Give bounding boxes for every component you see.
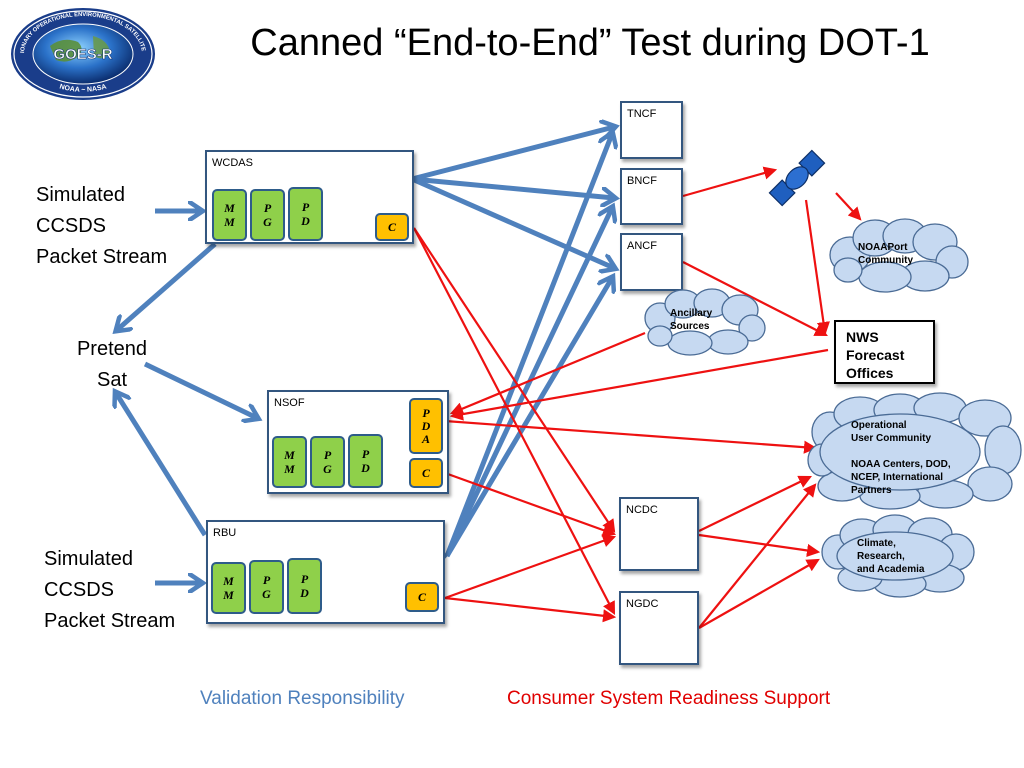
nsof-c-chip: C — [409, 458, 443, 488]
wcdas-label: WCDAS — [212, 157, 253, 169]
nsof-pg-chip: P G — [310, 436, 345, 488]
arrow-bncf-to-satellite — [682, 166, 778, 198]
ngdc-label: NGDC — [626, 598, 659, 610]
arrow-wcdas-to-ancf — [410, 176, 614, 268]
tncf-box: TNCF — [620, 101, 683, 159]
arrow-ncdc-to-climate — [698, 533, 821, 557]
arrow-rbu-to-ancf — [444, 278, 612, 558]
arrow-satellite-to-nws — [804, 199, 830, 336]
bncf-box: BNCF — [620, 168, 683, 225]
logo-ring-bottom-text: NOAA ~ NASA — [59, 83, 108, 93]
arrow-rbu-to-tncf — [444, 134, 612, 557]
ancf-box: ANCF — [620, 233, 683, 291]
arrow-ngdc-to-climate — [698, 558, 820, 629]
ncdc-box: NCDC — [619, 497, 699, 571]
rbu-pg-chip: P G — [249, 560, 284, 614]
arrow-rbu-c-to-ngdc — [444, 596, 617, 623]
rbu-mm-chip: M M — [211, 562, 246, 614]
goes-r-logo: GOES-R GEOSTATIONARY OPERATIONAL ENVIRON… — [8, 6, 155, 100]
logo-center-text: GOES-R — [53, 46, 112, 63]
rbu-c-chip: C — [405, 582, 439, 612]
bncf-label: BNCF — [627, 175, 657, 187]
nsof-pd-chip: P D — [348, 434, 383, 488]
tncf-label: TNCF — [627, 108, 657, 120]
climate-cloud-text: Climate, Research, and Academia — [857, 538, 925, 575]
arrow-wcdas-to-pretend-sat — [117, 242, 217, 330]
arrow-nws-to-pda — [449, 348, 829, 421]
arrow-rbu-c-to-ncdc — [444, 534, 617, 600]
arrow-ancillary-to-pda — [449, 331, 646, 415]
arrow-ngdc-to-operational — [698, 483, 817, 629]
rbu-label: RBU — [213, 527, 237, 539]
nsof-mm-chip: M M — [272, 436, 307, 488]
consumer-readiness-arrows — [413, 166, 862, 629]
simulated-stream-bottom-label: Simulated CCSDS Packet Stream — [44, 548, 176, 632]
ancf-label: ANCF — [627, 240, 657, 252]
arrow-wcdas-to-bncf — [411, 176, 614, 198]
svg-text:NOAA ~ NASA: NOAA ~ NASA — [59, 83, 108, 93]
pretend-sat-label: Pretend Sat — [76, 338, 148, 391]
legend-consumer: Consumer System Readiness Support — [507, 688, 831, 709]
rbu-pd-chip: P D — [287, 558, 322, 614]
arrow-nsof-c-to-ncdc — [444, 471, 617, 537]
arrow-satellite-to-noaaport — [835, 192, 862, 221]
ncdc-label: NCDC — [626, 504, 658, 516]
arrow-wcdas-c-to-ncdc — [413, 227, 616, 533]
arrow-pda-to-operational — [444, 419, 818, 454]
simulated-stream-top-label: Simulated CCSDS Packet Stream — [36, 184, 168, 268]
arrow-wcdas-to-tncf — [411, 127, 614, 182]
wcdas-pd-chip: P D — [288, 187, 323, 241]
nws-forecast-offices-box: NWS Forecast Offices — [834, 320, 935, 384]
legend-validation: Validation Responsibility — [200, 688, 405, 709]
ancillary-cloud-text: Ancillary Sources — [670, 308, 713, 332]
wcdas-pg-chip: P G — [250, 189, 285, 241]
ngdc-box: NGDC — [619, 591, 699, 665]
arrow-rbu-to-pretend-sat — [116, 393, 208, 537]
wcdas-c-chip: C — [375, 213, 409, 241]
wcdas-mm-chip: M M — [212, 189, 247, 241]
noaaport-cloud-text: NOAAPort Community — [858, 242, 913, 266]
arrow-ncdc-to-operational — [698, 475, 812, 532]
operational-cloud-text: Operational User Community NOAA Centers,… — [851, 420, 951, 496]
nsof-pda-chip: P D A — [409, 398, 443, 454]
page-title: Canned “End-to-End” Test during DOT-1 — [250, 22, 930, 64]
nsof-label: NSOF — [274, 397, 305, 409]
arrow-pretend-sat-to-nsof — [143, 361, 257, 418]
